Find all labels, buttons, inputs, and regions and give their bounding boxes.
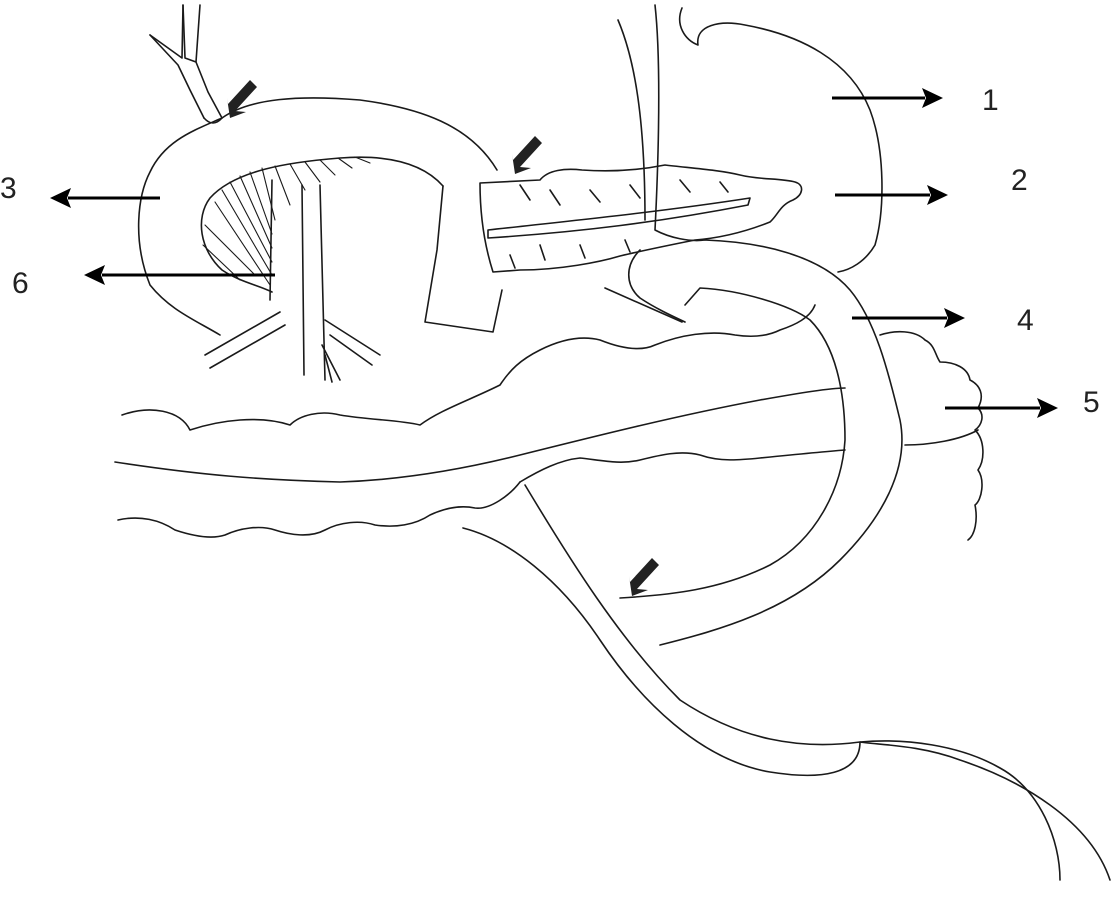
pointer-arrow-top-center-icon: [512, 136, 542, 174]
arrow-6: [84, 265, 275, 285]
vertical-vessels: [204, 179, 381, 383]
callout-arrows: [50, 88, 1058, 418]
arrow-5: [945, 398, 1058, 418]
upper-tube: [617, 4, 706, 242]
label-2: 2: [1011, 164, 1028, 197]
arrow-4: [852, 308, 965, 328]
textured-segment: [479, 164, 803, 273]
label-5: 5: [1083, 386, 1100, 419]
branching-duct: [149, 4, 223, 124]
curved-tube: [604, 239, 903, 646]
arrow-2: [835, 185, 948, 205]
label-1: 1: [982, 84, 999, 117]
pointer-arrow-top-left-icon: [227, 80, 257, 118]
hatched-region: [202, 156, 371, 286]
organ-outline: [678, 7, 883, 273]
label-6: 6: [12, 267, 29, 300]
arrow-1: [832, 88, 943, 108]
arrow-3: [50, 188, 160, 208]
label-4: 4: [1017, 304, 1034, 337]
label-3: 3: [0, 172, 17, 205]
number-labels: 1 2 3 4 5 6: [0, 84, 1100, 419]
arch-structure: [137, 97, 503, 336]
pointer-arrows: [227, 80, 659, 596]
pointer-arrow-lower-icon: [629, 558, 659, 596]
lobed-organ: [879, 330, 984, 541]
wavy-band: [114, 304, 846, 538]
descending-tube: [462, 484, 1111, 881]
